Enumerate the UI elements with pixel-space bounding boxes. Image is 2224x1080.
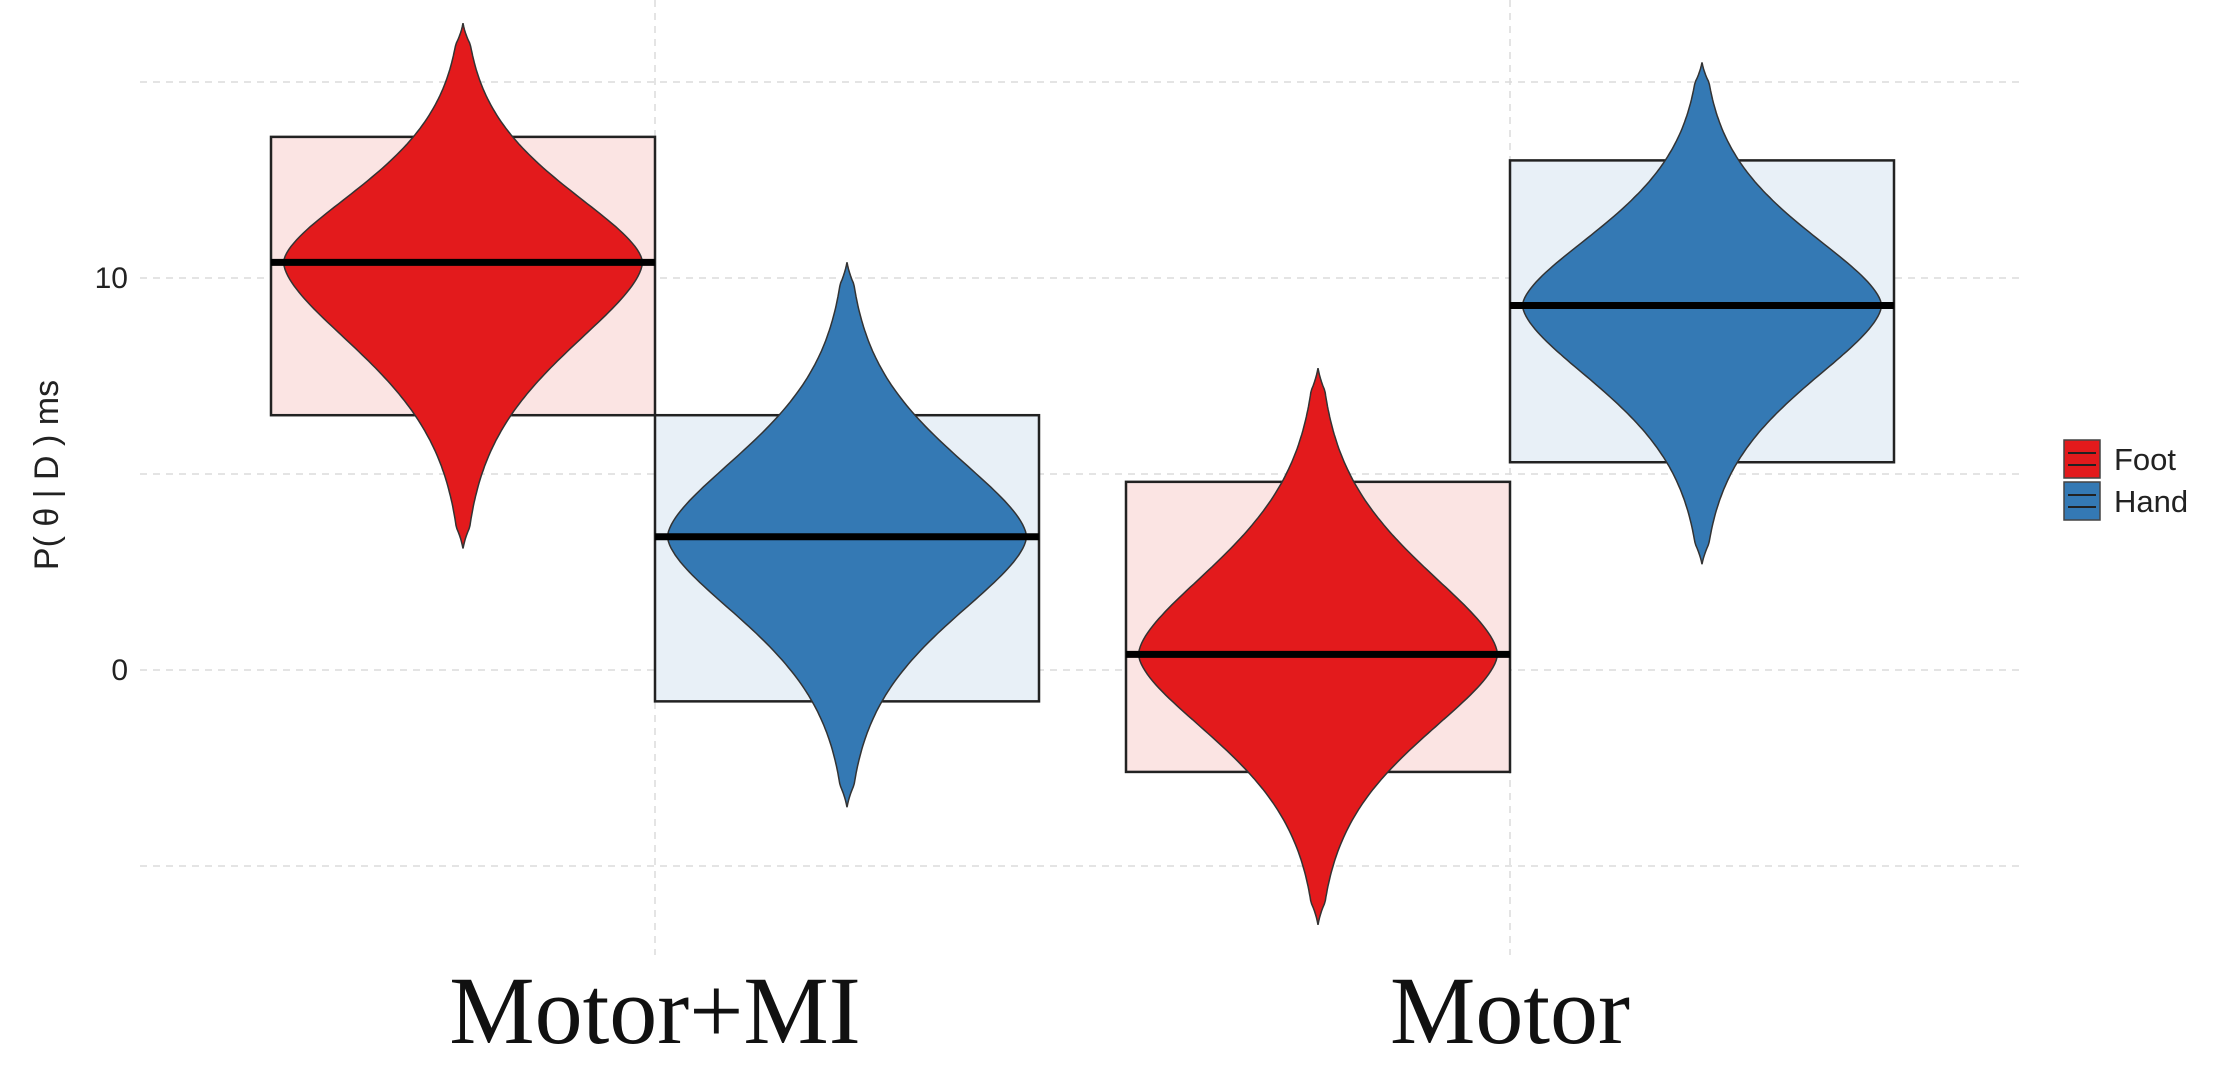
- mean-line-layer: [271, 258, 1894, 658]
- y-tick-label: 0: [111, 654, 128, 687]
- y-axis-title: P( θ | D ) ms: [28, 380, 66, 570]
- y-tick-layer: 0 10: [95, 262, 128, 687]
- legend-swatch: [2063, 439, 2101, 479]
- legend-label: Foot: [2114, 442, 2176, 477]
- legend-label: Hand: [2114, 484, 2188, 519]
- category-label: Motor+MI: [449, 957, 860, 1064]
- violin-shape: [1137, 368, 1499, 925]
- category-label: Motor: [1390, 957, 1630, 1064]
- violin-shape: [282, 23, 644, 549]
- category-label-layer: Motor+MI Motor: [449, 957, 1630, 1064]
- y-tick-label: 10: [95, 262, 128, 295]
- violin-shape: [1521, 62, 1883, 565]
- legend-swatch: [2063, 481, 2101, 521]
